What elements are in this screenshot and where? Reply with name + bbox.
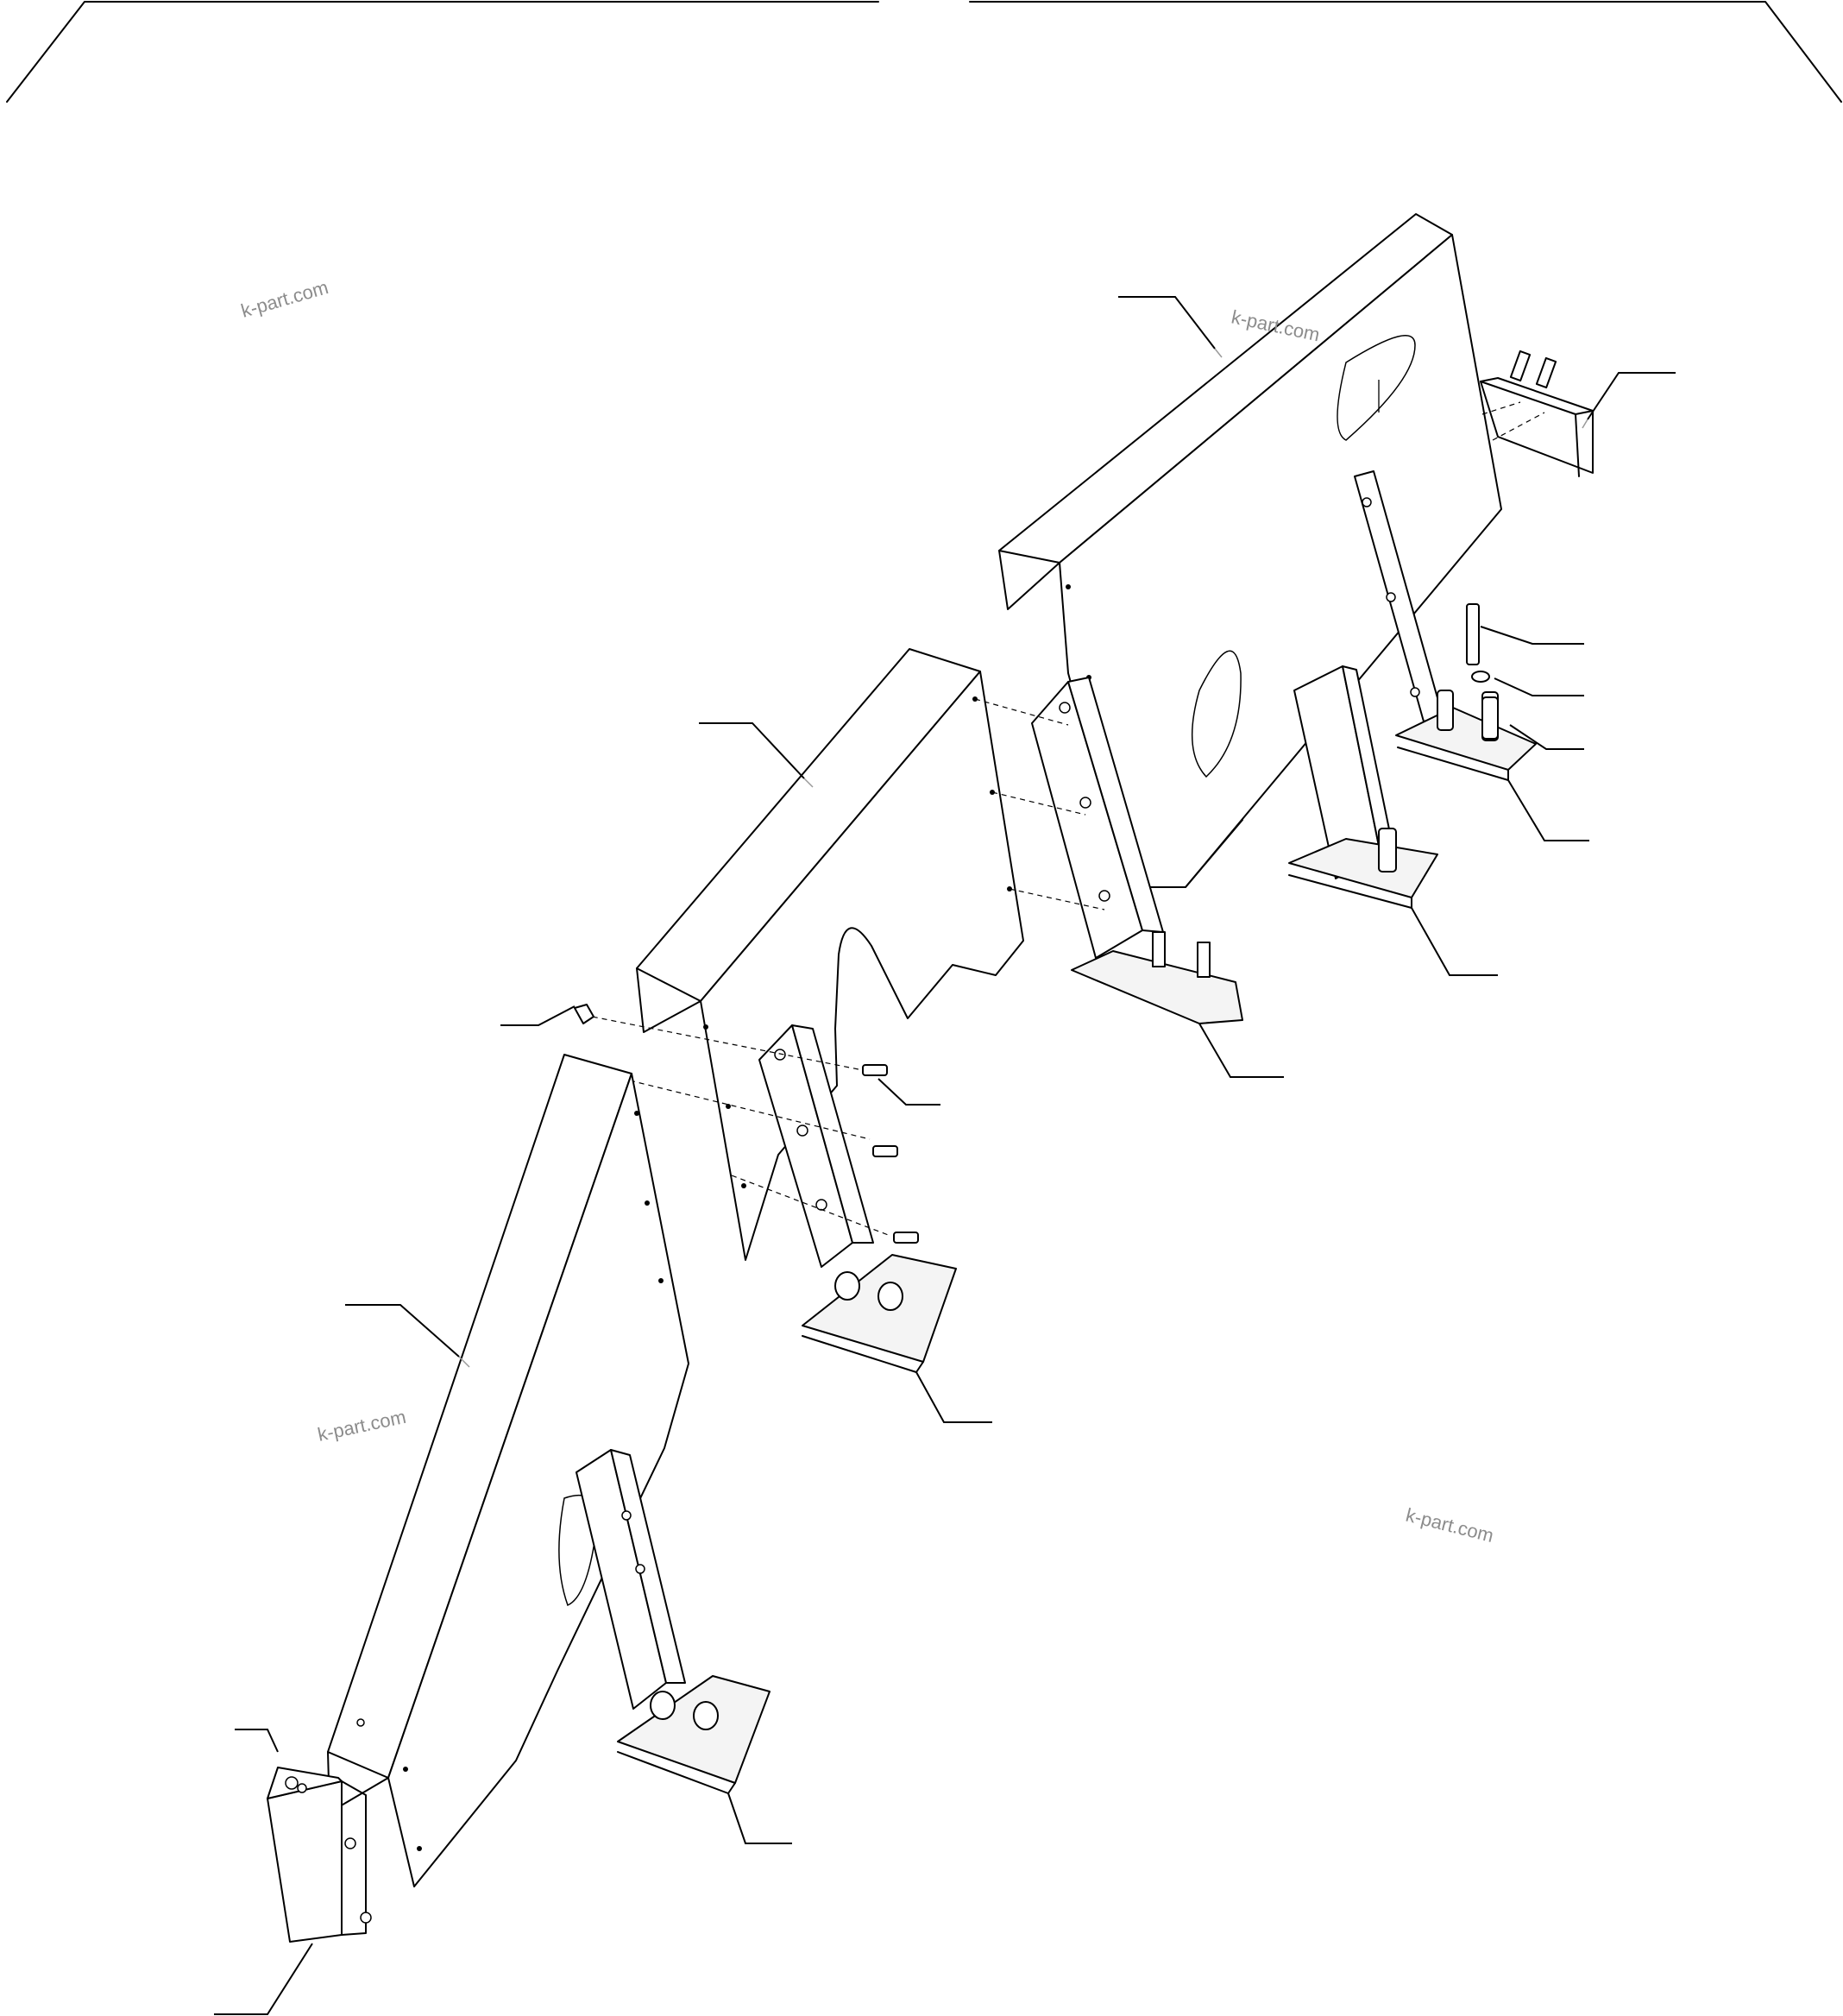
watermark: k-part.com bbox=[238, 276, 330, 322]
drawing-frame bbox=[6, 1, 1842, 103]
middle-panel-bracket bbox=[758, 1024, 957, 1373]
lower-panel-bracket bbox=[576, 1449, 771, 1794]
right-support-channel bbox=[1288, 665, 1438, 909]
callout-leaders bbox=[214, 296, 1676, 2015]
upper-right-angle-plate bbox=[1480, 350, 1594, 477]
upper-guard-panel bbox=[998, 213, 1502, 888]
upper-panel-bracket bbox=[1031, 677, 1243, 1024]
assembly-hardware bbox=[574, 698, 1105, 1244]
end-cap-block bbox=[267, 1767, 372, 1943]
watermark: k-part.com bbox=[1404, 1504, 1496, 1547]
watermark: k-part.com bbox=[316, 1406, 408, 1446]
bolt-washer-spacer-stack bbox=[1466, 603, 1499, 740]
